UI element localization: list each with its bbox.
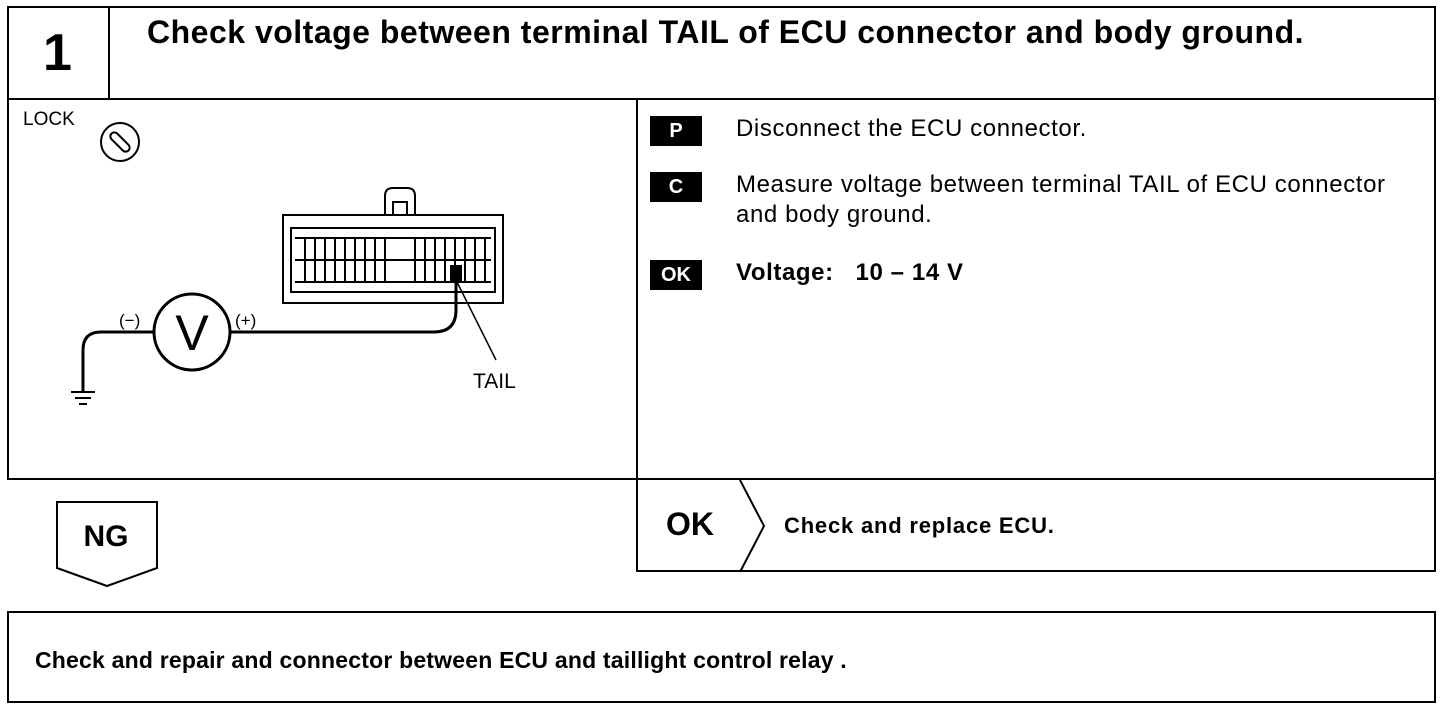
- voltmeter-icon: V: [152, 292, 232, 372]
- final-action-box: [7, 611, 1436, 703]
- instruction-text: Measure voltage between terminal TAIL of…: [736, 171, 1386, 228]
- voltmeter-symbol: V: [175, 305, 209, 361]
- instruction-spec: OK Voltage: 10 – 14 V: [650, 258, 964, 290]
- ignition-lock-icon: [100, 122, 140, 162]
- ecu-connector-icon: [282, 187, 504, 304]
- ng-result-label: NG: [83, 520, 129, 553]
- ng-arrow-icon: [56, 501, 158, 588]
- column-divider: [636, 98, 638, 572]
- ok-badge: OK: [650, 260, 702, 290]
- tail-terminal-label: TAIL: [473, 370, 516, 393]
- ok-result-box: [636, 478, 1436, 572]
- test-leads: [81, 279, 497, 392]
- plus-lead-label: (+): [235, 311, 256, 330]
- step-number: 1: [7, 6, 110, 100]
- check-badge: C: [650, 172, 702, 202]
- step-title: Check voltage between terminal TAIL of E…: [147, 14, 1304, 50]
- lock-label: LOCK: [23, 109, 75, 130]
- procedure-badge: P: [650, 116, 702, 146]
- final-action-text: Check and repair and connector between E…: [35, 647, 847, 673]
- instruction-disconnect: P Disconnect the ECU connector.: [650, 114, 1087, 146]
- ok-result-action: Check and replace ECU.: [784, 513, 1055, 538]
- voltage-spec: Voltage: 10 – 14 V: [736, 259, 964, 286]
- instruction-text: Disconnect the ECU connector.: [736, 115, 1087, 142]
- instruction-measure: C Measure voltage between terminal TAIL …: [650, 170, 1410, 230]
- chevron-right-icon: [739, 480, 766, 572]
- ok-result-label: OK: [666, 506, 714, 542]
- minus-lead-label: (−): [119, 311, 140, 330]
- ground-icon: [71, 391, 95, 405]
- wiring-diagram: LOCK: [23, 109, 516, 405]
